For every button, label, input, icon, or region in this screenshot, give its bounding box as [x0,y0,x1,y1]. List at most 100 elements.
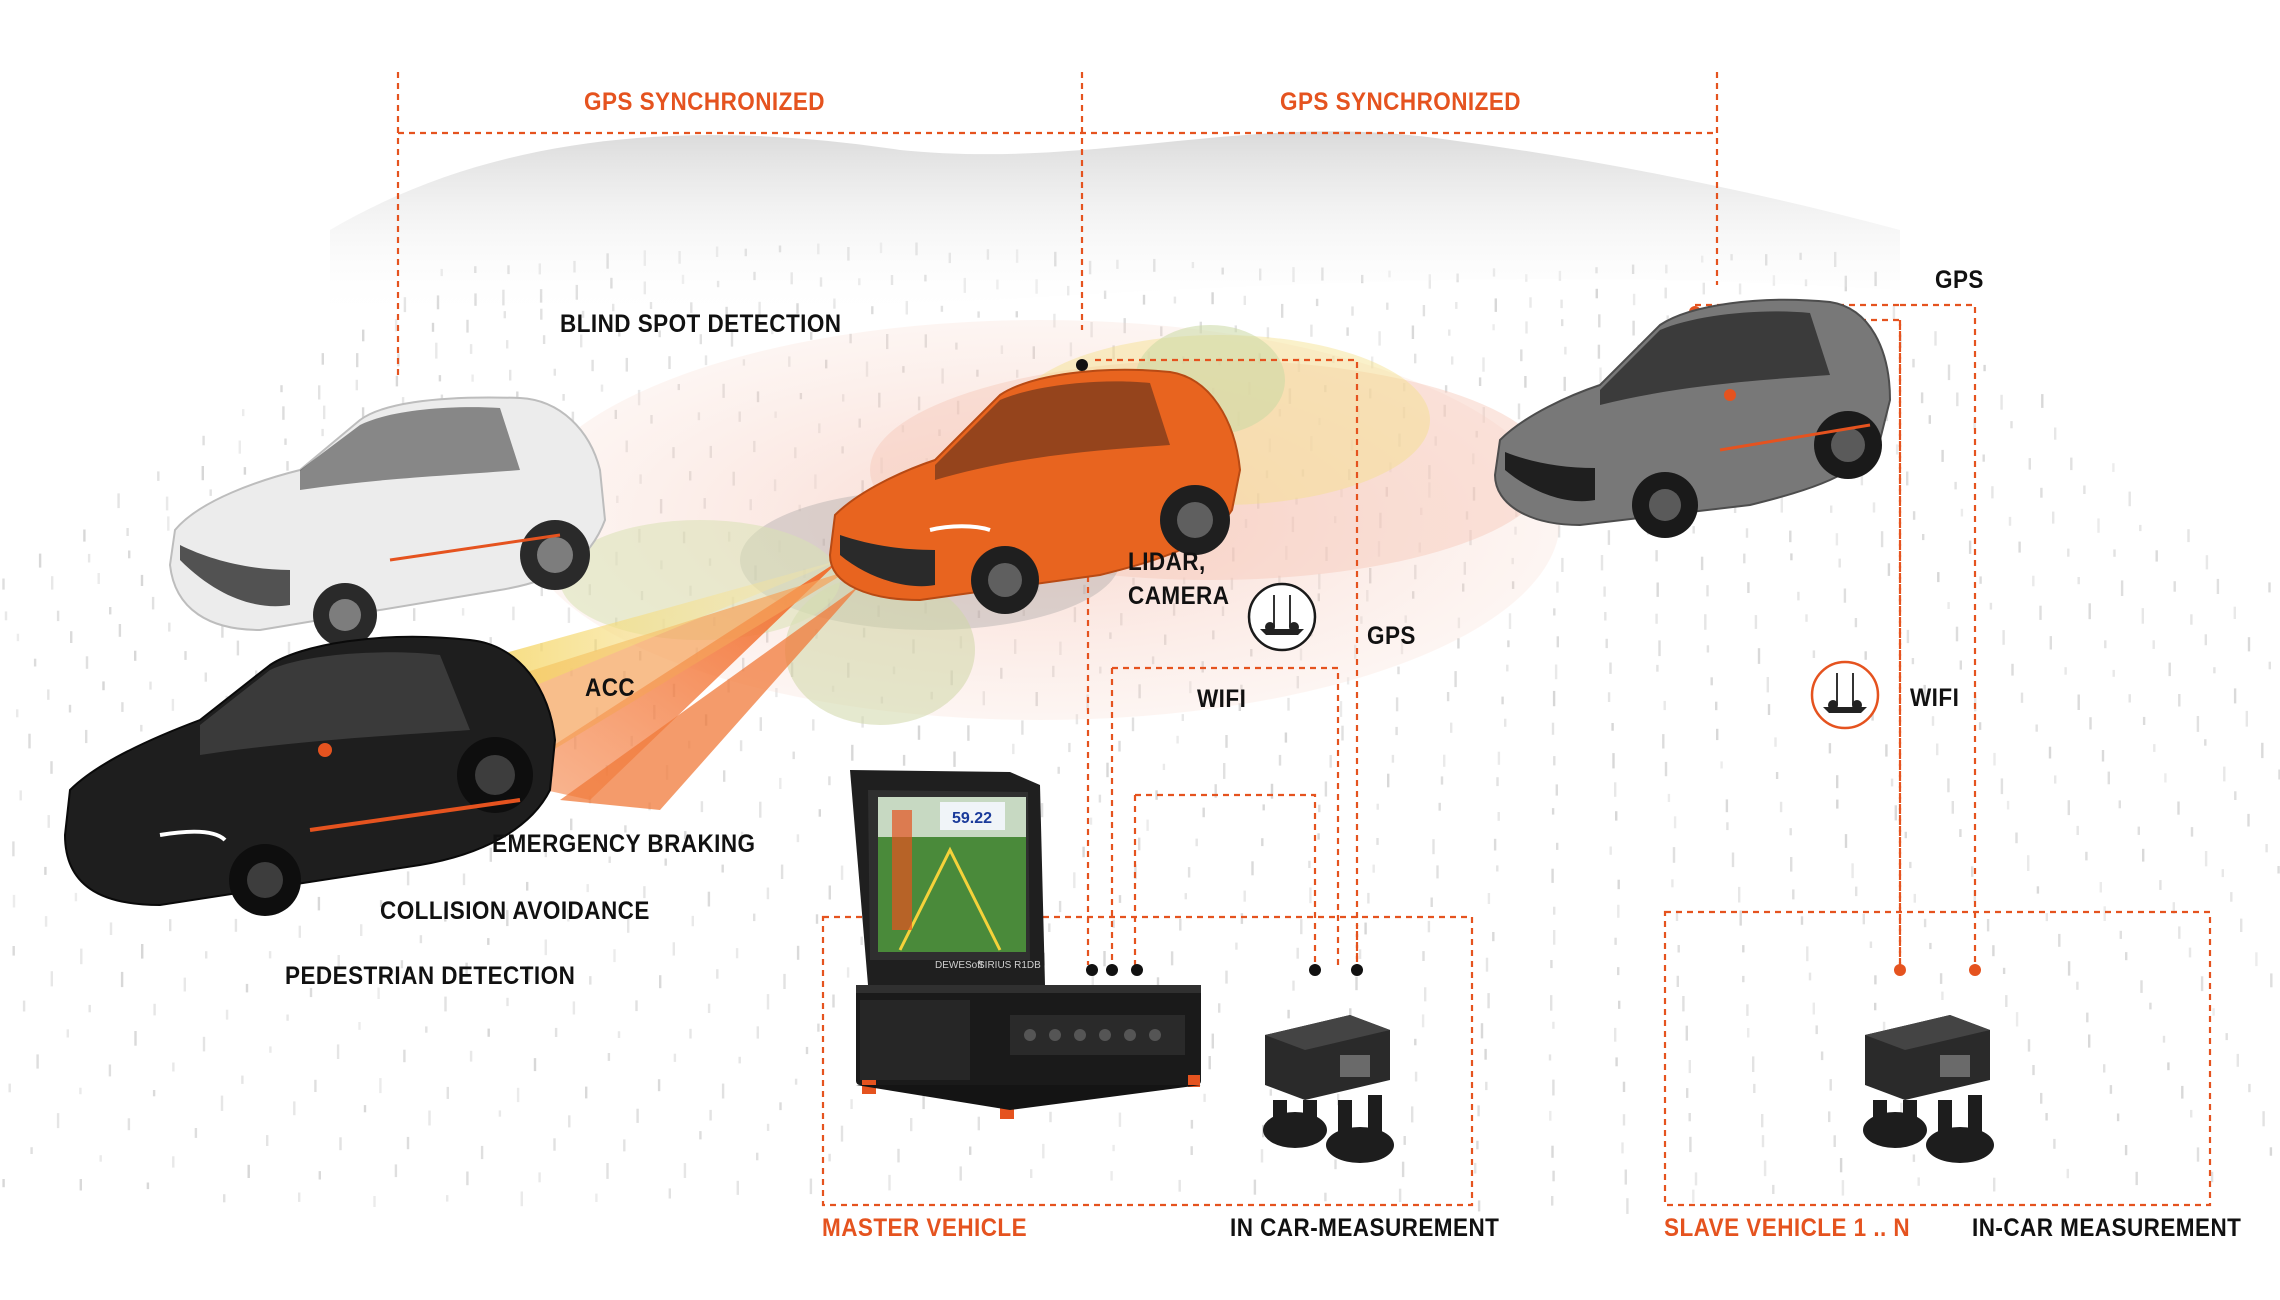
point-cloud-dot [832,994,835,1008]
point-cloud-dot [2040,1092,2043,1104]
point-cloud-dot [1048,923,1051,932]
point-cloud-dot [1864,651,1867,660]
point-cloud-dot [1992,945,1995,957]
point-cloud-dot [403,1049,406,1063]
point-cloud-dot [846,967,850,978]
point-cloud-dot [238,440,241,454]
point-cloud-dot [1906,629,1910,644]
point-cloud-dot [1391,754,1395,763]
point-cloud-dot [1507,640,1510,648]
point-cloud-dot [425,1026,428,1033]
point-cloud-dot [1484,1048,1487,1060]
point-cloud-dot [1731,852,1735,868]
point-cloud-dot [1595,288,1598,299]
daq-screen-readout: 59.22 [952,810,992,827]
point-cloud-dot [12,894,16,908]
point-cloud-dot [1789,530,1792,543]
dot-measure-2 [1351,964,1363,976]
point-cloud-dot [612,303,615,312]
point-cloud-dot [1520,349,1523,362]
point-cloud-dot [1315,298,1319,307]
point-cloud-dot [471,374,474,382]
collision-avoidance-label: COLLISION AVOIDANCE [380,897,650,925]
point-cloud-dot [1797,591,1800,601]
point-cloud-dot [1909,861,1912,869]
point-cloud-dot [1920,392,1924,404]
point-cloud-dot [1457,638,1460,649]
point-cloud-dot [1561,319,1564,327]
point-cloud-dot [2212,1008,2215,1016]
point-cloud-dot [44,916,48,927]
point-cloud-dot [1261,838,1264,847]
point-cloud-dot [1993,752,1996,766]
point-cloud-dot [1190,1119,1194,1129]
point-cloud-dot [1118,895,1122,903]
point-cloud-dot [47,689,50,700]
point-cloud-dot [2269,1147,2273,1156]
point-cloud-dot [1839,1158,1843,1173]
slave-gps-down [1900,303,1977,970]
point-cloud-dot [2204,739,2207,746]
point-cloud-dot [1563,376,1566,391]
point-cloud-dot [1872,502,1876,513]
point-cloud-dot [1349,1008,1352,1019]
point-cloud-dot [586,884,589,893]
point-cloud-dot [50,761,53,774]
point-cloud-dot [1621,1142,1624,1154]
point-cloud-dot [624,825,627,833]
point-cloud-dot [1450,722,1453,733]
point-cloud-dot [1692,526,1695,534]
point-cloud-dot [2149,1002,2152,1010]
point-cloud-dot [1887,563,1891,576]
point-cloud-dot [1934,331,1937,346]
point-cloud-dot [487,1028,490,1037]
master-wifi-line [1112,666,1340,965]
point-cloud-dot [1686,1088,1689,1098]
point-cloud-dot [1477,1105,1480,1117]
point-cloud-dot [321,353,324,365]
dot-slave-1 [1894,964,1906,976]
point-cloud-dot [1179,918,1182,931]
point-cloud-dot [567,909,570,922]
point-cloud-dot [1710,677,1713,686]
point-cloud-dot [1614,937,1617,945]
dot-orange-car-top [1076,359,1088,371]
point-cloud-dot [1517,403,1521,420]
point-cloud-dot [2109,1085,2113,1094]
point-cloud-dot [1422,305,1426,317]
point-cloud-dot [1324,781,1328,797]
point-cloud-dot [1552,1170,1555,1182]
point-cloud-dot [2077,577,2080,585]
point-cloud-dot [1414,1038,1417,1046]
point-cloud-dot [298,925,301,938]
point-cloud-dot [1936,743,1939,756]
point-cloud-dot [595,1193,598,1202]
point-cloud-dot [1497,751,1501,765]
dot-master-port-3 [1131,964,1143,976]
point-cloud-dot [165,496,169,511]
point-cloud-dot [1446,692,1450,702]
point-cloud-dot [2245,710,2248,727]
point-cloud-dot [1351,306,1354,316]
point-cloud-dot [2045,1113,2048,1121]
point-cloud-dot [1790,857,1793,872]
point-cloud-dot [269,1046,272,1053]
point-cloud-dot [1134,864,1137,880]
point-cloud-dot [22,1000,26,1012]
point-cloud-dot [1617,904,1620,918]
point-cloud-dot [1605,638,1608,649]
grey-car [1493,298,1892,538]
point-cloud-dot [506,910,509,927]
point-cloud-dot [526,881,529,891]
point-cloud-dot [1830,505,1833,513]
point-cloud-dot [379,1078,382,1094]
point-cloud-dot [2125,952,2128,961]
point-cloud-dot [840,865,844,880]
point-cloud-dot [2000,394,2003,410]
point-cloud-dot [2035,724,2038,732]
point-cloud-dot [361,407,365,423]
point-cloud-dot [2278,769,2280,780]
point-cloud-dot [2187,529,2190,543]
point-cloud-dot [1492,932,1495,942]
point-cloud-dot [4,611,8,621]
